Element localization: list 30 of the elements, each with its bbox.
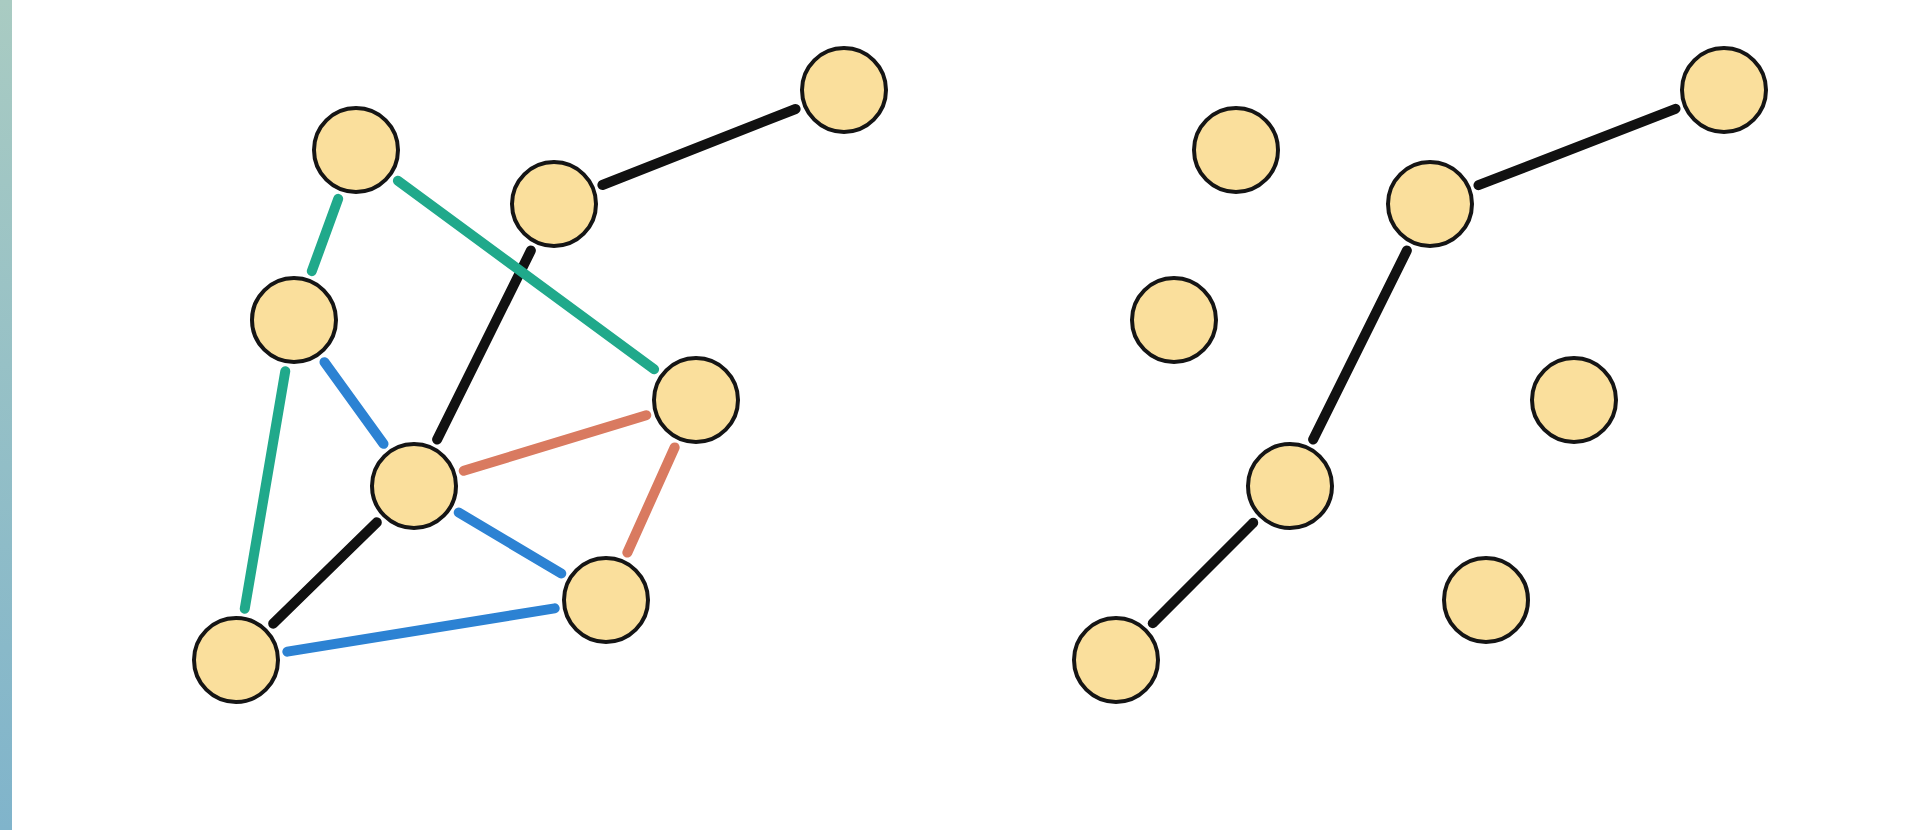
graph-vertex	[1130, 276, 1218, 364]
graph-vertex	[1192, 106, 1280, 194]
connector-line	[622, 442, 680, 558]
graph-vertex	[1680, 46, 1768, 134]
graph-vertex	[1386, 160, 1474, 248]
connector-line	[392, 175, 660, 375]
connector-line	[268, 517, 382, 629]
graph-vertex	[250, 276, 338, 364]
graph-vertex	[192, 616, 280, 704]
graph-vertex	[562, 556, 650, 644]
graph-vertex	[1072, 616, 1160, 704]
connector-line	[458, 410, 652, 476]
connector-line	[1473, 103, 1681, 191]
connector-line	[306, 193, 344, 277]
connector-line	[239, 366, 291, 614]
connector-line	[432, 245, 536, 445]
graph-vertex	[1442, 556, 1530, 644]
connector-line	[282, 603, 560, 657]
graph-vertex	[312, 106, 400, 194]
graph-vertex	[800, 46, 888, 134]
connector-line	[319, 357, 389, 449]
graph-vertex	[510, 160, 598, 248]
connector-line	[1308, 245, 1412, 445]
graph-vertex	[1246, 442, 1334, 530]
graph-vertex	[652, 356, 740, 444]
connector-line	[453, 507, 567, 579]
connector-line	[1147, 517, 1259, 629]
connector-line	[597, 104, 801, 190]
graph-vertex	[1530, 356, 1618, 444]
graph-vertex	[370, 442, 458, 530]
